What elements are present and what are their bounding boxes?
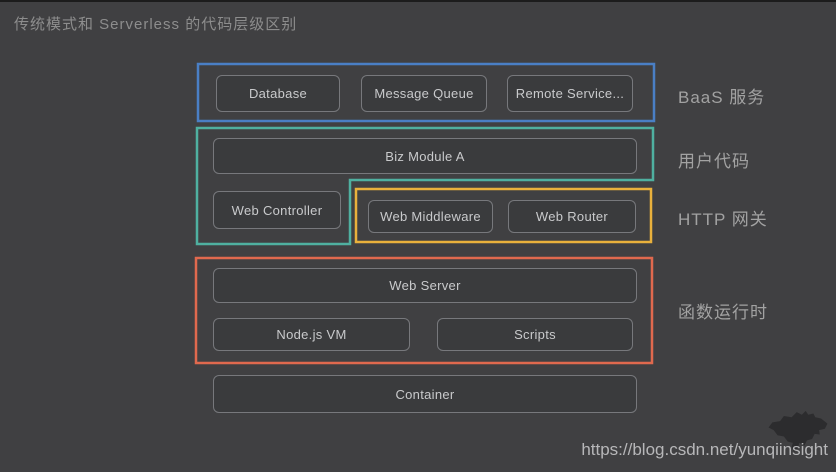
web-controller-box: Web Controller — [213, 191, 341, 229]
web-server-box: Web Server — [213, 268, 637, 303]
container-box: Container — [213, 375, 637, 413]
biz-module-a-box: Biz Module A — [213, 138, 637, 174]
watermark-url: https://blog.csdn.net/yunqiinsight — [581, 440, 828, 459]
baas-group-label: BaaS 服务 — [678, 88, 766, 107]
top-edge-divider — [0, 0, 836, 2]
database-box: Database — [216, 75, 340, 112]
web-middleware-box: Web Middleware — [368, 200, 493, 233]
user-code-group-label: 用户代码 — [678, 152, 750, 171]
scripts-box: Scripts — [437, 318, 633, 351]
nodejs-vm-box: Node.js VM — [213, 318, 410, 351]
web-router-box: Web Router — [508, 200, 636, 233]
runtime-group-label: 函数运行时 — [678, 303, 768, 322]
http-gateway-group-label: HTTP 网关 — [678, 210, 768, 229]
remote-service-box: Remote Service... — [507, 75, 633, 112]
page-title: 传统模式和 Serverless 的代码层级区别 — [14, 16, 298, 33]
china-map-icon — [768, 410, 828, 452]
china-map-silhouette — [768, 410, 828, 452]
message-queue-box: Message Queue — [361, 75, 487, 112]
